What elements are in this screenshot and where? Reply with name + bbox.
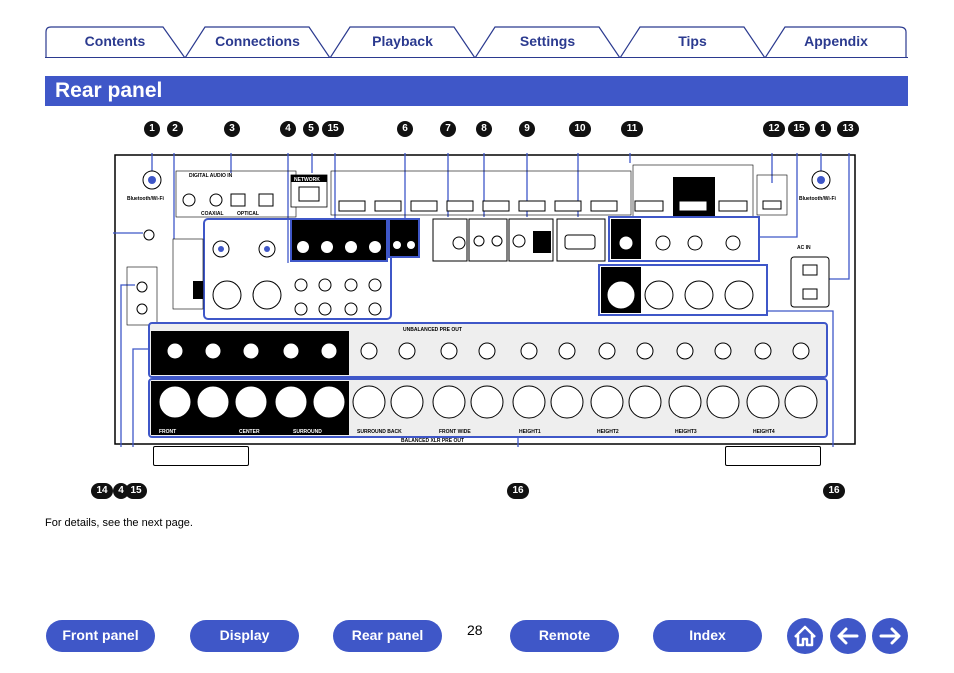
surround-label: SURROUND	[293, 429, 322, 435]
callout-number: 2	[167, 121, 183, 137]
balanced-xlr-pre-out-label: BALANCED XLR PRE OUT	[401, 438, 464, 444]
section-title: Rear panel	[55, 79, 163, 102]
svg-text:AC IN: AC IN	[797, 245, 811, 251]
tab-tips[interactable]: Tips	[620, 26, 766, 58]
callout-number: 15	[125, 483, 147, 499]
callout-number: 16	[507, 483, 529, 499]
callout-number: 11	[621, 121, 643, 137]
rear-panel-button[interactable]: Rear panel	[333, 620, 442, 652]
tab-contents[interactable]: Contents	[45, 26, 186, 58]
svg-text:OPTICAL: OPTICAL	[237, 211, 259, 217]
callout-number: 13	[837, 121, 859, 137]
rear-panel-illustration: Bluetooth/Wi-Fi Bluetooth/Wi-Fi DIGITAL …	[113, 153, 856, 447]
height3-label: HEIGHT3	[675, 429, 697, 435]
details-note: For details, see the next page.	[45, 517, 193, 529]
callout-number: 15	[322, 121, 344, 137]
front-panel-button[interactable]: Front panel	[46, 620, 155, 652]
callout-number: 10	[569, 121, 591, 137]
tab-bar: Contents Connections Playback Settings T…	[45, 26, 907, 58]
tab-playback[interactable]: Playback	[330, 26, 476, 58]
display-button[interactable]: Display	[190, 620, 299, 652]
height1-label: HEIGHT1	[519, 429, 541, 435]
callout-number: 8	[476, 121, 492, 137]
svg-text:Bluetooth/Wi-Fi: Bluetooth/Wi-Fi	[799, 196, 837, 202]
callout-number: 12	[763, 121, 785, 137]
callout-number: 6	[397, 121, 413, 137]
front-label: FRONT	[159, 429, 176, 435]
height2-label: HEIGHT2	[597, 429, 619, 435]
tab-underline	[45, 57, 908, 58]
page-number: 28	[467, 622, 483, 638]
height4-label: HEIGHT4	[753, 429, 775, 435]
tab-connections[interactable]: Connections	[185, 26, 331, 58]
svg-text:NETWORK: NETWORK	[294, 177, 320, 183]
center-label: CENTER	[239, 429, 260, 435]
digital-audio-in-label: DIGITAL AUDIO IN	[189, 173, 233, 179]
panel-foot-right	[725, 446, 821, 466]
callout-number: 1	[815, 121, 831, 137]
home-icon[interactable]	[787, 618, 823, 654]
section-title-bar: Rear panel	[45, 76, 908, 106]
tab-appendix[interactable]: Appendix	[765, 26, 907, 58]
callout-number: 5	[303, 121, 319, 137]
panel-foot-left	[153, 446, 249, 466]
forward-arrow-icon[interactable]	[872, 618, 908, 654]
tab-settings[interactable]: Settings	[475, 26, 621, 58]
callout-number: 4	[280, 121, 296, 137]
callout-number: 3	[224, 121, 240, 137]
callout-number: 16	[823, 483, 845, 499]
bt-antenna-label-left: Bluetooth/Wi-Fi	[127, 196, 165, 202]
surround-back-label: SURROUND BACK	[357, 429, 402, 435]
remote-button[interactable]: Remote	[510, 620, 619, 652]
back-arrow-icon[interactable]	[830, 618, 866, 654]
svg-text:COAXIAL: COAXIAL	[201, 211, 224, 217]
callout-number: 1	[144, 121, 160, 137]
callout-number: 9	[519, 121, 535, 137]
unbalanced-pre-out-label: UNBALANCED PRE OUT	[403, 327, 462, 333]
callout-number: 15	[788, 121, 810, 137]
index-button[interactable]: Index	[653, 620, 762, 652]
callout-number: 7	[440, 121, 456, 137]
callout-number: 14	[91, 483, 113, 499]
front-wide-label: FRONT WIDE	[439, 429, 471, 435]
